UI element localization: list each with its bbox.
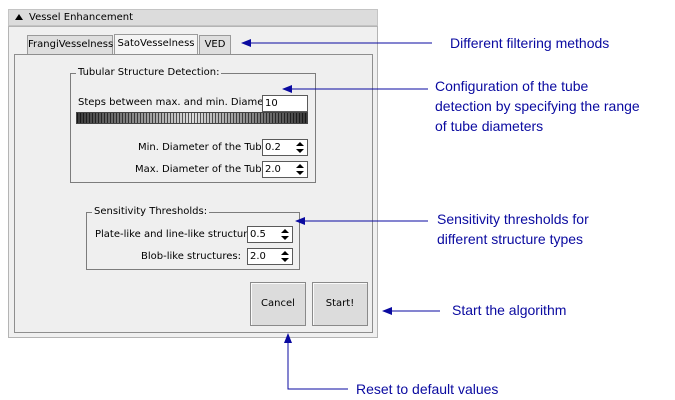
min-diameter-label: Min. Diameter of the Tube: bbox=[138, 142, 272, 153]
tab-frangi-vesselness[interactable]: FrangiVesselness bbox=[27, 35, 113, 54]
annotation-sens-line2: different structure types bbox=[437, 231, 584, 247]
annotation-filtering: Different filtering methods bbox=[450, 35, 610, 51]
panel-title: Vessel Enhancement bbox=[29, 12, 134, 23]
spin-arrows-icon[interactable] bbox=[294, 163, 306, 176]
annotation-start: Start the algorithm bbox=[452, 302, 567, 318]
tab-ved[interactable]: VED bbox=[199, 35, 231, 54]
min-diameter-value: 0.2 bbox=[265, 142, 281, 153]
blob-spinbox[interactable]: 2.0 bbox=[247, 248, 293, 265]
start-button[interactable]: Start! bbox=[312, 282, 368, 326]
sensitivity-group-title: Sensitivity Thresholds: bbox=[92, 206, 210, 218]
tubular-group-title: Tubular Structure Detection: bbox=[76, 67, 222, 79]
max-diameter-spinbox[interactable]: 2.0 bbox=[262, 161, 308, 178]
annotation-config-line3: of tube diameters bbox=[435, 118, 544, 134]
min-diameter-spinbox[interactable]: 0.2 bbox=[262, 139, 308, 156]
annotation-reset: Reset to default values bbox=[356, 381, 499, 397]
cancel-button[interactable]: Cancel bbox=[250, 282, 306, 326]
diameter-range-slider[interactable] bbox=[76, 112, 308, 124]
spin-arrows-icon[interactable] bbox=[279, 250, 291, 263]
tab-sato-vesselness[interactable]: SatoVesselness bbox=[114, 34, 198, 54]
annotation-config-line2: detection by specifying the range bbox=[435, 98, 640, 114]
steps-label: Steps between max. and min. Diameter bbox=[78, 97, 278, 108]
annotation-config-line1: Configuration of the tube bbox=[435, 78, 589, 94]
collapse-triangle-icon[interactable] bbox=[15, 14, 23, 20]
spin-arrows-icon[interactable] bbox=[294, 141, 306, 154]
steps-input[interactable]: 10 bbox=[262, 95, 308, 112]
max-diameter-value: 2.0 bbox=[265, 164, 281, 175]
plate-line-label: Plate-like and line-like structures: bbox=[95, 229, 262, 240]
max-diameter-label: Max. Diameter of the Tube: bbox=[135, 164, 272, 175]
reset-arrow bbox=[284, 333, 348, 390]
plate-line-spinbox[interactable]: 0.5 bbox=[247, 226, 293, 243]
blob-label: Blob-like structures: bbox=[141, 251, 241, 262]
annotation-sens-line1: Sensitivity thresholds for bbox=[437, 211, 589, 227]
plate-line-value: 0.5 bbox=[250, 229, 266, 240]
spin-arrows-icon[interactable] bbox=[279, 228, 291, 241]
blob-value: 2.0 bbox=[250, 251, 266, 262]
panel-header[interactable]: Vessel Enhancement bbox=[8, 9, 378, 26]
